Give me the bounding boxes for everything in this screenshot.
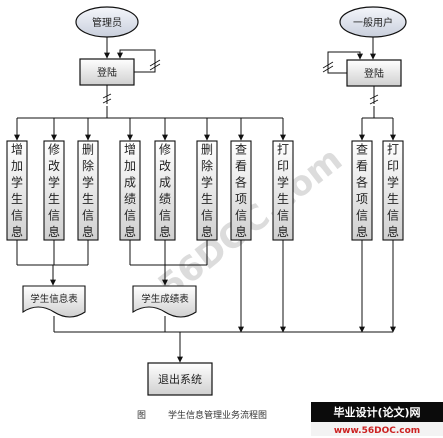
admin-task-label: 修改成绩信息 (159, 142, 171, 240)
student-info-table-store (22, 285, 86, 318)
user-task-boxes: 查看各项信息 打印学生信息 (351, 140, 404, 241)
user-loop-break-mark (322, 61, 334, 73)
student-info-table-label: 学生信息表 (30, 293, 78, 305)
user-task-drops (359, 118, 396, 141)
admin-task-label: 打印学生信息 (277, 143, 289, 240)
admin-task-label: 增加成绩信息 (124, 143, 136, 240)
caption-prefix: 图 (137, 410, 146, 421)
admin-task-label: 修改学生信息 (48, 142, 60, 240)
caption-text: 学生信息管理业务流程图 (168, 409, 267, 421)
admin-task-label: 删除学生信息 (201, 143, 213, 240)
admin-down-break-mark (102, 93, 112, 104)
admin-task-drops (14, 118, 286, 141)
admin-task-label: 查看各项信息 (235, 143, 247, 240)
watermark-site-text: www.56DOC.com (334, 426, 420, 436)
admin-task-label: 增加学生信息 (11, 143, 23, 240)
user-login-retry-loop (327, 51, 363, 74)
admin-loop-break-mark (149, 59, 161, 71)
watermark-site-strip (311, 422, 443, 436)
watermark-banner (311, 402, 443, 422)
user-actor-label: 一般用户 (353, 16, 393, 29)
score-table-store (132, 285, 197, 318)
score-table-label: 学生成绩表 (141, 293, 189, 305)
user-login-label: 登陆 (364, 67, 384, 80)
admin-login-label: 登陆 (97, 66, 117, 79)
merge-to-exit-lines (53, 240, 396, 363)
to-student-table-lines (16, 240, 89, 286)
admin-actor-label: 管理员 (92, 16, 122, 29)
to-score-table-lines (129, 240, 208, 286)
watermark-banner-text: 毕业设计(论文)网 (333, 405, 420, 419)
user-task-label: 查看各项信息 (356, 143, 368, 240)
user-task-label: 打印学生信息 (387, 143, 399, 240)
admin-task-boxes: 增加学生信息 修改学生信息 删除学生信息 增加成绩信息 修改成绩信息 删除学生信息 查看各项… (6, 140, 294, 241)
exit-system-label: 退出系统 (158, 372, 202, 386)
admin-login-retry-loop (117, 49, 156, 73)
admin-task-label: 删除学生信息 (82, 143, 94, 240)
user-down-break-mark (369, 94, 379, 105)
exit-system-box (147, 362, 213, 396)
